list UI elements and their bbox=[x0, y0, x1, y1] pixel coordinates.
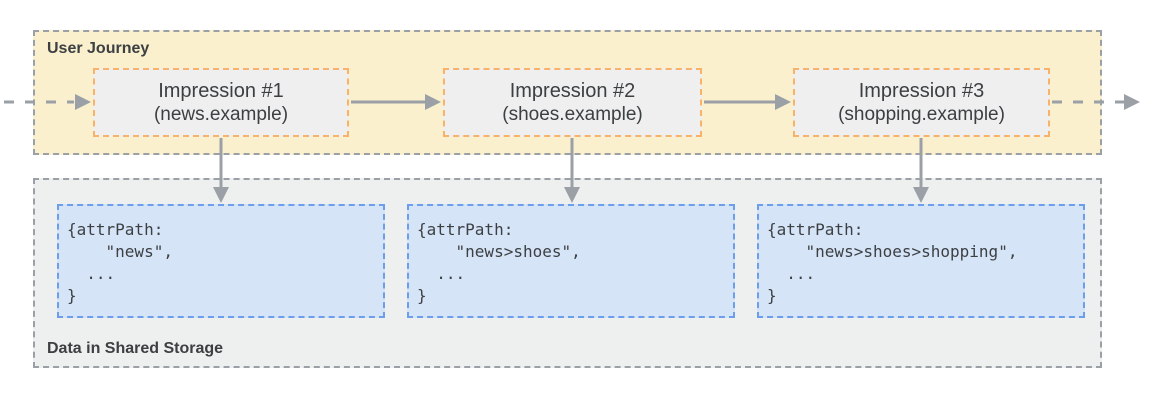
impression-title: Impression #1 bbox=[158, 80, 284, 102]
storage-entry-code-2: {attrPath: "news>shoes", ... } bbox=[407, 204, 735, 318]
storage-entry-code-3: {attrPath: "news>shoes>shopping", ... } bbox=[757, 204, 1085, 318]
shared-storage-label: Data in Shared Storage bbox=[47, 340, 224, 357]
storage-entry-code-1: {attrPath: "news", ... } bbox=[57, 204, 385, 318]
impression-domain: (shopping.example) bbox=[838, 104, 1005, 125]
impression-box-1: Impression #1 (news.example) bbox=[93, 68, 349, 137]
user-journey-label: User Journey bbox=[47, 40, 150, 57]
impression-title: Impression #2 bbox=[509, 80, 636, 102]
impression-title: Impression #3 bbox=[858, 80, 985, 102]
impression-domain: (shoes.example) bbox=[502, 104, 643, 125]
impression-box-3: Impression #3 (shopping.example) bbox=[793, 68, 1050, 137]
impression-domain: (news.example) bbox=[153, 104, 289, 125]
impression-box-2: Impression #2 (shoes.example) bbox=[443, 68, 702, 137]
